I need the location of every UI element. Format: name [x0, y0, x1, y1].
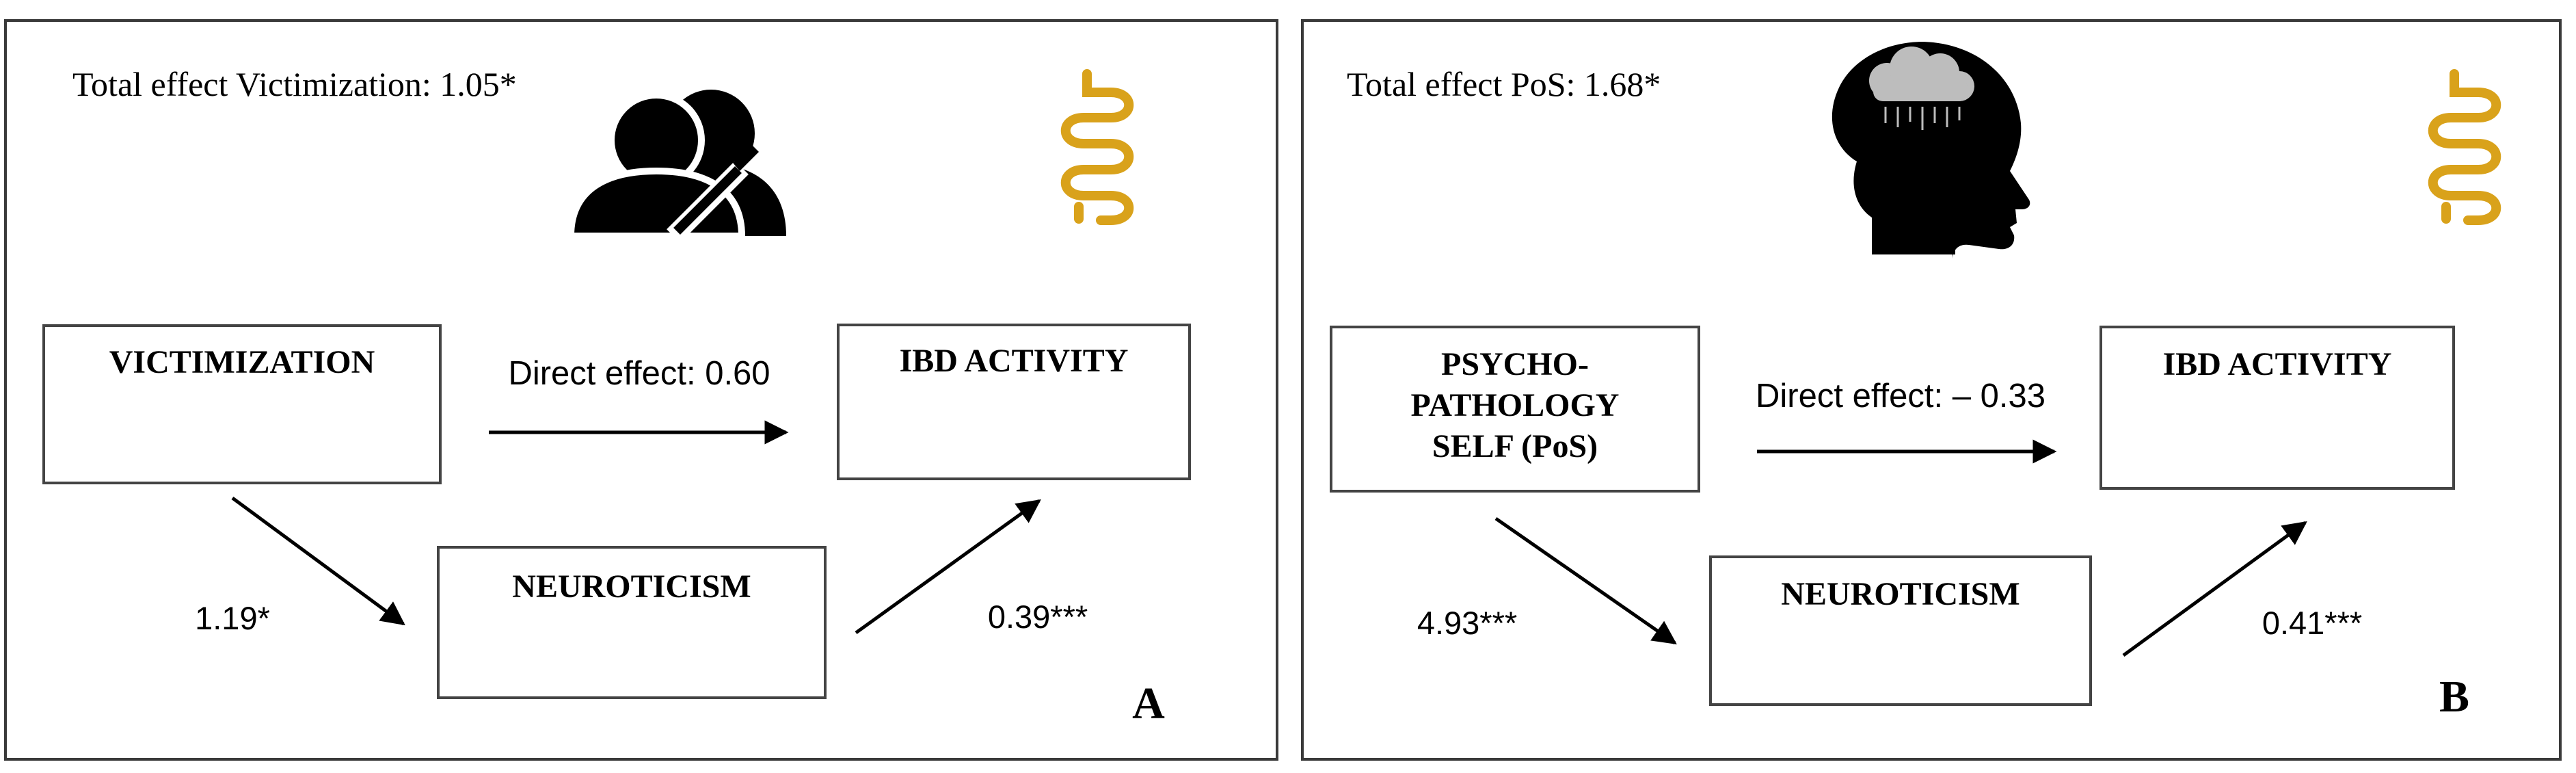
panel-b-outcome-label: IBD ACTIVITY: [2163, 346, 2392, 382]
panel-a-predictor-line-1: VICTIMIZATION: [109, 344, 375, 380]
panel-b-predictor-line-1: PSYCHO-: [1441, 346, 1589, 382]
panel-b-direct-effect-label: Direct effect: – 0.33: [1756, 378, 2045, 415]
panel-b-ibd-activity-box: [2099, 326, 2455, 490]
panel-a-letter: A: [1132, 679, 1165, 729]
panel-a-path-a-arrow: [231, 496, 405, 626]
victims-icon: [567, 90, 786, 243]
panel-b-path-a-arrow: [1494, 516, 1677, 645]
panel-a-neuroticism-box: [437, 546, 827, 699]
panel-b-total-effect: Total effect PoS: 1.68*: [1347, 65, 1661, 103]
panel-b-path-b-arrow: [2122, 521, 2307, 657]
panel-a-path-b-arrow: [855, 499, 1041, 635]
panel-a-outcome-label: IBD ACTIVITY: [900, 343, 1129, 379]
panel-a-mediator-label: NEUROTICISM: [512, 568, 751, 605]
panel-b-predictor-line-2: PATHOLOGY: [1411, 387, 1620, 423]
panel-b-pos-box: [1330, 326, 1700, 493]
panel-b-path-a-coef: 4.93***: [1417, 605, 1517, 641]
panel-a-direct-effect-label: Direct effect: 0.60: [508, 355, 770, 392]
panel-b-neuroticism-box: [1709, 555, 2092, 706]
intestine-icon: [1060, 69, 1134, 225]
panel-b: Total effect PoS: 1.68*: [1301, 19, 2562, 761]
panel-b-letter: B: [2439, 672, 2469, 722]
head-cloud-icon: [1832, 42, 2030, 260]
panel-a-total-effect: Total effect Victimization: 1.05*: [72, 65, 517, 103]
intestine-icon: [2428, 69, 2501, 225]
panel-a-path-b-coef: 0.39***: [988, 599, 1088, 635]
panel-a: Total effect Victimization: 1.05* VICTIM…: [4, 19, 1278, 761]
panel-a-victimization-box: [42, 324, 442, 484]
panel-b-predictor-line-3: SELF (PoS): [1432, 428, 1598, 464]
panel-a-ibd-activity-box: [837, 324, 1191, 480]
panel-b-path-b-coef: 0.41***: [2262, 605, 2362, 641]
panel-b-mediator-label: NEUROTICISM: [1781, 576, 2020, 612]
panel-a-path-a-coef: 1.19*: [195, 600, 270, 636]
